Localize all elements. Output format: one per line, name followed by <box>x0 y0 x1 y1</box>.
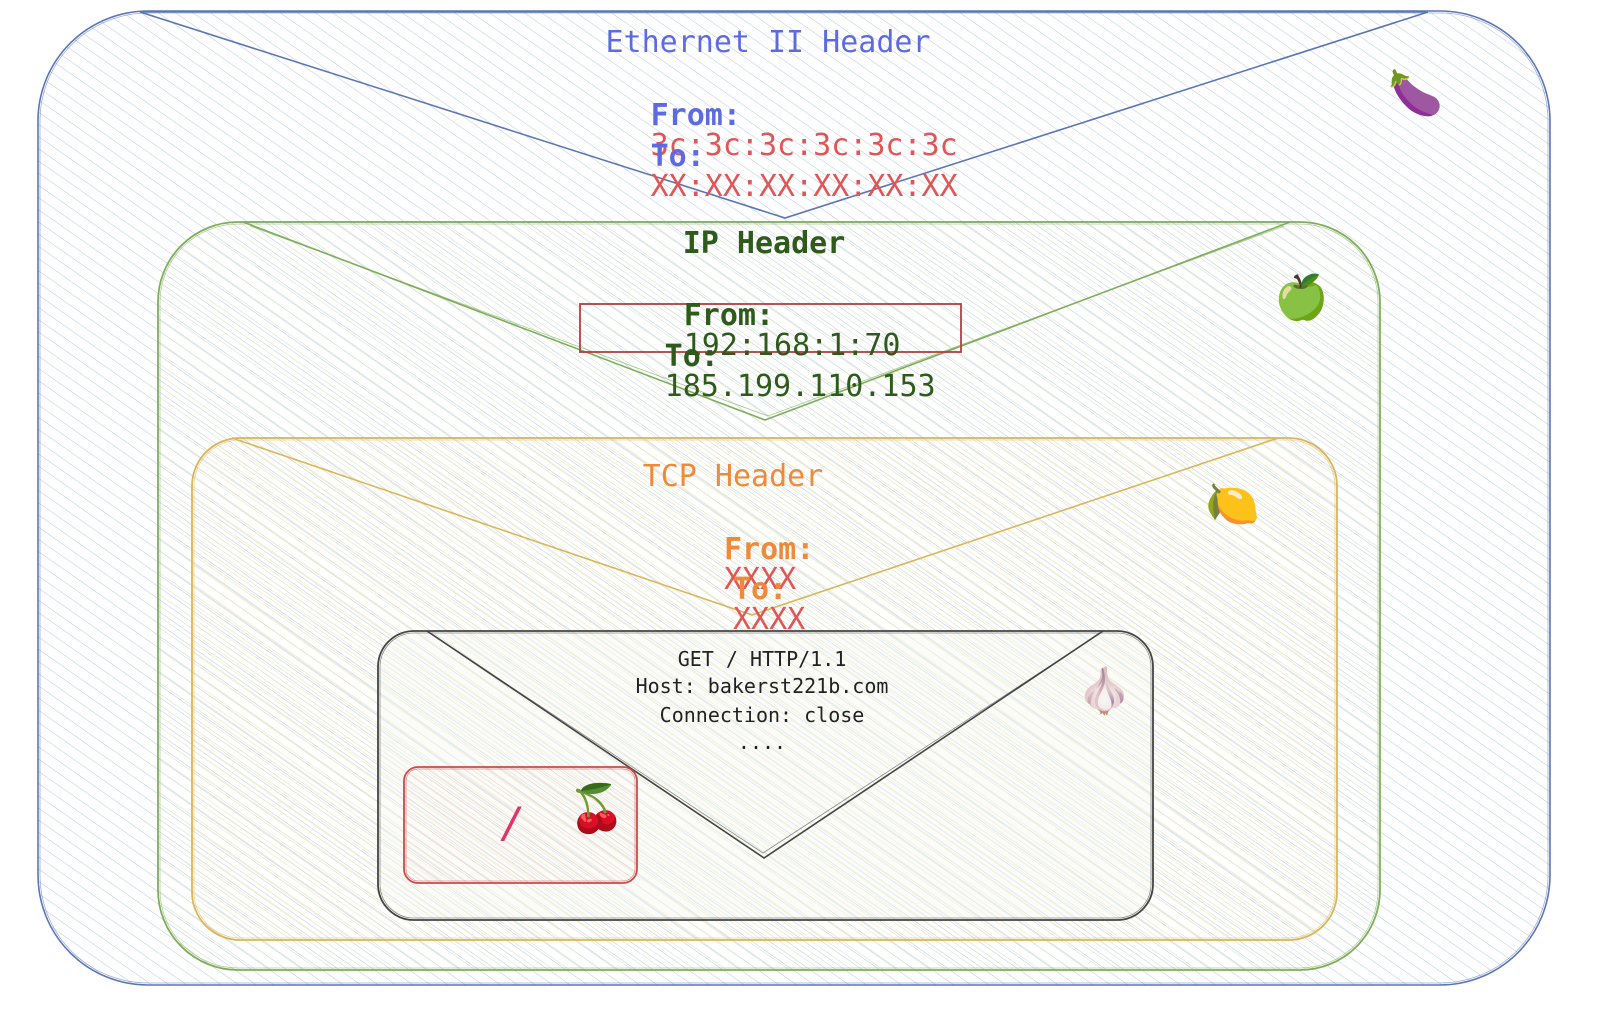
ip-to-label: To: <box>664 339 719 374</box>
tcp-to-label: To: <box>733 572 788 607</box>
ethernet-title: Ethernet II Header <box>605 25 931 60</box>
ethernet-to-label: To: <box>650 139 705 174</box>
http-line: Connection: close <box>659 703 865 727</box>
tcp-to-line: To: XXXX <box>661 545 806 665</box>
ethernet-from-line: From: 3c:3c:3c:3c:3c:3c <box>578 71 958 191</box>
tcp-from-line: From: XXXX <box>652 505 815 625</box>
ethernet-to-value: XX:XX:XX:XX:XX:XX <box>650 169 958 204</box>
cherries-icon: 🍒 <box>568 781 626 835</box>
tcp-from-label: From: <box>723 532 815 567</box>
garlic-icon: 🧄 <box>1077 666 1132 717</box>
eggplant-icon: 🍆 <box>1388 68 1443 119</box>
ethernet-to-line: To: XX:XX:XX:XX:XX:XX <box>578 112 958 232</box>
tcp-from-value: XXXX <box>723 562 797 597</box>
ip-to-line: To: 185.199.110.153 <box>592 312 936 432</box>
ip-from-label: From: <box>683 298 775 333</box>
green-apple-icon: 🍏 <box>1274 272 1329 323</box>
ethernet-from-value: 3c:3c:3c:3c:3c:3c <box>650 128 958 163</box>
ip-title: IP Header <box>682 226 846 261</box>
http-line: Host: bakerst221b.com <box>635 674 889 698</box>
tcp-to-value: XXXX <box>733 602 806 637</box>
payload-path: / <box>500 798 526 847</box>
ip-to-value: 185.199.110.153 <box>664 369 936 404</box>
payload-box <box>403 766 638 884</box>
tcp-title: TCP Header <box>642 459 824 494</box>
ip-from-line: From: 192:168:1:70 <box>612 271 901 391</box>
ethernet-from-label: From: <box>650 98 741 133</box>
lemon-icon: 🍋 <box>1205 479 1260 530</box>
http-line: GET / HTTP/1.1 <box>677 647 847 671</box>
ip-from-value: 192:168:1:70 <box>683 328 901 363</box>
http-line: .... <box>737 730 787 754</box>
ip-destination-highlight <box>579 303 962 353</box>
